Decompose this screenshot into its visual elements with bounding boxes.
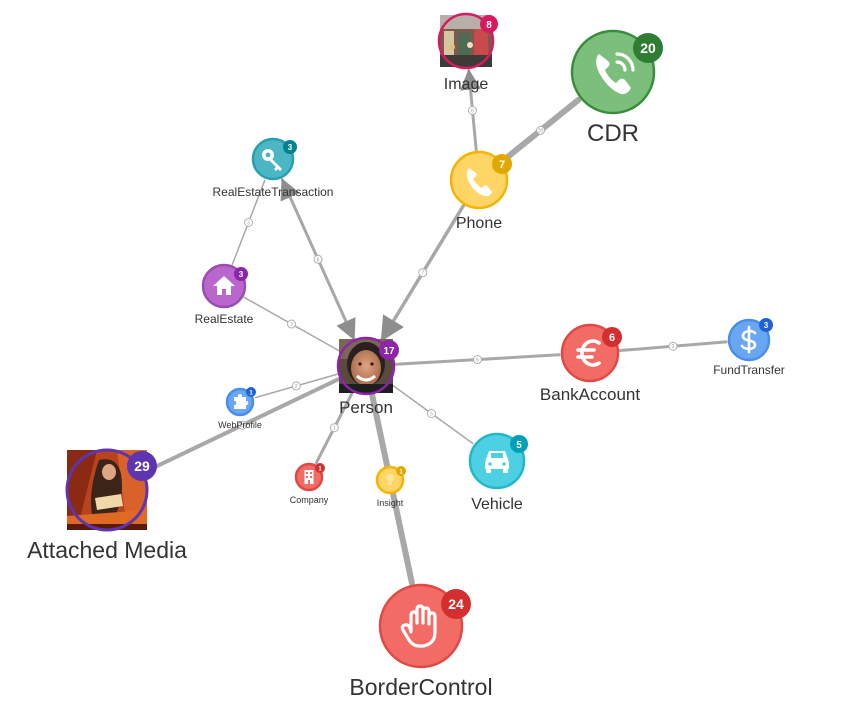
badge-person: 17 — [379, 340, 399, 360]
badge-company: 1 — [315, 463, 325, 473]
label-vehicle: Vehicle — [471, 496, 523, 513]
phone-icon — [466, 168, 492, 197]
badge-image: 8 — [480, 15, 498, 33]
badge-attachedmedia: 29 — [127, 451, 157, 481]
badge-realestatetransaction: 3 — [283, 140, 297, 154]
badge-bankaccount: 6 — [602, 327, 622, 347]
building-icon — [304, 470, 314, 484]
node-person[interactable] — [336, 336, 396, 396]
svg-text:3: 3 — [290, 322, 293, 328]
svg-text:3: 3 — [247, 221, 250, 227]
edge-counter-person-realestatetransaction: 6 — [313, 254, 323, 264]
svg-text:6: 6 — [471, 109, 474, 115]
euro-icon — [576, 339, 601, 367]
edge-counter-person-vehicle: 5 — [427, 409, 436, 418]
label-realestatetransaction: RealEstateTransaction — [213, 185, 334, 199]
badge-bordercontrol: 24 — [441, 589, 471, 619]
media-photo-icon — [67, 450, 147, 530]
lightbulb-icon — [386, 474, 394, 485]
node-vehicle[interactable] — [468, 432, 526, 490]
badge-vehicle: 5 — [510, 435, 528, 453]
node-fundtransfer[interactable] — [727, 318, 771, 362]
node-attachedmedia[interactable] — [65, 448, 149, 532]
node-realestatetransaction[interactable] — [251, 137, 295, 181]
label-fundtransfer: FundTransfer — [713, 363, 785, 377]
svg-text:20: 20 — [640, 40, 656, 56]
svg-text:5: 5 — [516, 440, 522, 451]
dollar-icon — [740, 325, 757, 354]
edge-counter-phone-person: 7 — [418, 268, 428, 278]
labels-layer: Person Image CDR Phone RealEstateTransac… — [27, 76, 785, 700]
svg-text:3: 3 — [288, 143, 293, 152]
svg-text:2: 2 — [295, 384, 298, 390]
edge-counters-layer: 6207633632295124 — [237, 106, 678, 494]
key-icon — [262, 149, 282, 171]
edge-counter-bankaccount-fundtransfer: 3 — [668, 341, 678, 351]
label-image: Image — [444, 76, 489, 93]
badges-layer: 17 8 20 7 3 3 6 3 1 5 1 — [127, 15, 773, 619]
svg-text:8: 8 — [486, 20, 492, 31]
edge-counter-person-attachedmedia: 29 — [237, 420, 247, 430]
phone-call-icon — [596, 52, 635, 95]
svg-text:3: 3 — [239, 270, 244, 279]
house-icon — [213, 276, 235, 295]
badge-realestate: 3 — [234, 267, 248, 281]
svg-text:1: 1 — [318, 467, 322, 473]
svg-text:5: 5 — [430, 412, 433, 418]
svg-text:3: 3 — [764, 321, 769, 330]
label-attachedmedia: Attached Media — [27, 537, 187, 563]
svg-text:29: 29 — [240, 423, 246, 429]
svg-text:7: 7 — [421, 271, 424, 277]
svg-text:6: 6 — [476, 358, 479, 364]
node-company[interactable] — [294, 462, 324, 492]
svg-text:20: 20 — [538, 128, 544, 134]
svg-text:1: 1 — [333, 426, 336, 432]
label-person: Person — [339, 398, 393, 417]
label-realestate: RealEstate — [195, 312, 254, 326]
label-phone: Phone — [456, 215, 502, 232]
edge-counter-person-company: 1 — [329, 423, 339, 433]
badge-insight: 1 — [396, 466, 406, 476]
svg-text:3: 3 — [672, 344, 675, 350]
label-insight: Insight — [377, 498, 404, 508]
badge-fundtransfer: 3 — [759, 318, 773, 332]
svg-text:29: 29 — [134, 458, 150, 474]
edge-counter-person-bankaccount: 6 — [473, 355, 483, 365]
label-cdr: CDR — [587, 120, 639, 147]
edge-counter-realestate-person: 3 — [287, 319, 297, 329]
badge-phone: 7 — [492, 154, 512, 174]
svg-text:1: 1 — [399, 470, 403, 476]
svg-text:17: 17 — [383, 346, 395, 357]
node-webprofile[interactable] — [225, 387, 255, 417]
badge-webprofile: 1 — [246, 387, 256, 397]
person-photo-icon — [339, 339, 393, 393]
svg-text:7: 7 — [499, 159, 505, 171]
node-insight[interactable] — [375, 465, 405, 495]
edge-counter-realestate-realestatetransaction: 3 — [244, 218, 253, 227]
label-bordercontrol: BorderControl — [349, 674, 492, 700]
svg-text:24: 24 — [448, 596, 464, 612]
svg-text:6: 6 — [317, 257, 320, 263]
puzzle-icon — [234, 394, 249, 409]
hand-icon — [400, 604, 437, 648]
edges-layer — [143, 68, 728, 586]
edge-counter-person-webprofile: 2 — [291, 381, 301, 391]
edge-counter-phone-image: 6 — [468, 106, 477, 115]
car-icon — [485, 451, 509, 473]
label-bankaccount: BankAccount — [540, 385, 640, 404]
label-webprofile: WebProfile — [218, 420, 262, 430]
svg-text:1: 1 — [249, 391, 253, 397]
svg-text:6: 6 — [609, 332, 615, 344]
label-company: Company — [290, 495, 329, 505]
badge-cdr: 20 — [633, 33, 663, 63]
edge-counter-phone-cdr: 20 — [536, 125, 546, 135]
